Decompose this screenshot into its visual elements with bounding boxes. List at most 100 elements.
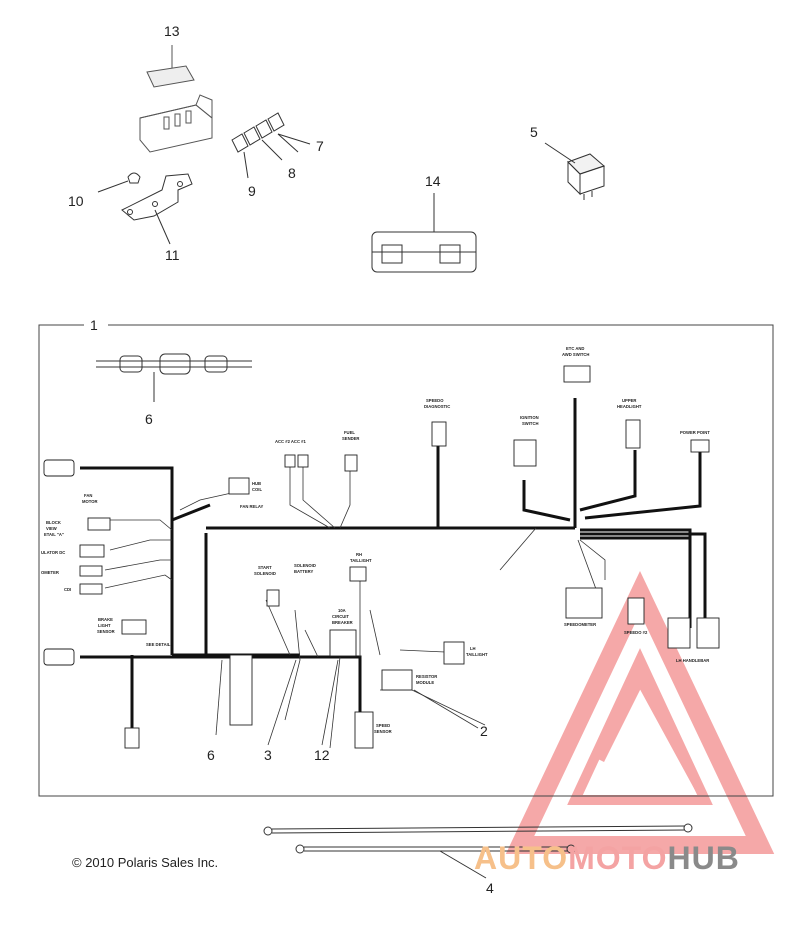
leader-lines: [215, 659, 479, 746]
label-brake-1: BRAKE: [98, 617, 113, 622]
callout-6-bottom[interactable]: 6: [207, 747, 215, 763]
label-upper-headlight-2: HEADLIGHT: [617, 404, 642, 409]
logo-triangle-inner: [567, 648, 713, 805]
thin-wires: [104, 465, 606, 749]
label-ignition-2: SWITCH: [522, 421, 539, 426]
brand-part-auto: AUTO: [474, 840, 569, 876]
harness-frame: [38, 324, 774, 797]
callout-1[interactable]: 1: [90, 317, 98, 333]
label-fuel-sender-2: SENDER: [342, 436, 359, 441]
label-speedometer: SPEEDOMETER: [564, 622, 596, 627]
connector-speedo2: [627, 597, 645, 625]
label-fan-relay: FAN RELAY: [240, 504, 264, 509]
label-cdi: CDI: [64, 587, 71, 592]
label-resistor-2: MODULE: [416, 680, 434, 685]
brand-part-hub: HUB: [667, 840, 740, 876]
label-speedo-diag-1: SPEEDO: [426, 398, 444, 403]
label-start-solenoid-1: START: [258, 565, 272, 570]
connector-acc1: [297, 454, 309, 468]
brand-part-moto: MOTO: [568, 840, 668, 876]
part-10-11-bracket[interactable]: [97, 172, 193, 245]
callout-7[interactable]: 7: [316, 138, 324, 154]
connector-brake-sensor: [121, 619, 147, 635]
label-breaker-3: BREAKER: [332, 620, 353, 625]
label-speed-sensor-2: SENSOR: [374, 729, 392, 734]
part-14-ferrite[interactable]: [371, 193, 477, 273]
callout-10[interactable]: 10: [68, 193, 84, 209]
callout-8[interactable]: 8: [288, 165, 296, 181]
label-brake-2: LIGHT: [98, 623, 111, 628]
connector-speedometer: [565, 587, 603, 619]
label-rh-taillight-1: RH: [356, 552, 362, 557]
component-labels: ETC AND AWD SWITCH SPEEDO DIAGNOSTIC IGN…: [41, 346, 710, 734]
label-hub-coil-2: COIL: [252, 487, 262, 492]
callout-4[interactable]: 4: [486, 880, 494, 896]
label-block-view-1: BLOCK: [46, 520, 61, 525]
connector-rh-taillight: [349, 566, 367, 582]
connector-acc2: [284, 454, 296, 468]
copyright-text: © 2010 Polaris Sales Inc.: [72, 855, 219, 870]
label-sol-battery-1: SOLENOID: [294, 563, 316, 568]
callout-14[interactable]: 14: [425, 173, 441, 189]
connector-speedo-diag: [431, 421, 447, 447]
logo-stroke: [595, 670, 704, 793]
label-fan-motor-2: MOTOR: [82, 499, 98, 504]
part-5-relay[interactable]: [544, 142, 605, 200]
connector-lh-taillight: [443, 641, 465, 665]
label-sol-battery-2: BATTERY: [294, 569, 314, 574]
connector-fuel-sender: [344, 454, 358, 472]
connector-lh-handlebar-b: [696, 617, 720, 649]
label-acc: ACC #2 ACC #1: [275, 439, 306, 444]
label-etc-switch-2: AWD SWITCH: [562, 352, 589, 357]
main-harness-trunk: [80, 398, 707, 728]
label-lh-handlebar: LH HANDLEBAR: [676, 658, 709, 663]
callout-numbers: 1 2 3 4 5 6 6 7 8 9 10 11 12 13 14: [68, 23, 538, 896]
part-7-8-9-fuses[interactable]: [231, 112, 311, 179]
connector-etc-switch: [563, 365, 591, 383]
connector-upper-headlight: [625, 419, 641, 449]
connector-circuit-breaker: [329, 629, 357, 657]
connector-ometer: [79, 565, 103, 577]
callout-9[interactable]: 9: [248, 183, 256, 199]
connector-cdi: [79, 583, 103, 595]
connector-lh-handlebar-a: [667, 617, 691, 649]
label-rh-taillight-2: TAILLIGHT: [350, 558, 372, 563]
callout-12[interactable]: 12: [314, 747, 330, 763]
connectors[interactable]: [43, 365, 720, 749]
connector-power-point: [690, 439, 710, 453]
callout-2[interactable]: 2: [480, 723, 488, 739]
callout-3[interactable]: 3: [264, 747, 272, 763]
connector-left-bottom: [43, 648, 75, 666]
connector-bottom-left: [124, 727, 140, 749]
connector-hub-coil: [228, 477, 250, 495]
label-fan-motor-1: FAN: [84, 493, 92, 498]
label-lh-taillight-1: LH: [470, 646, 476, 651]
callout-11[interactable]: 11: [165, 247, 180, 263]
label-speed-sensor-1: SPEED: [376, 723, 390, 728]
connector-block-view: [87, 517, 111, 531]
label-speedo2: SPEEDO #2: [624, 630, 648, 635]
callout-13[interactable]: 13: [164, 23, 180, 39]
label-regulator: ULATOR DC: [41, 550, 65, 555]
logo-triangle: [505, 570, 775, 854]
label-resistor-1: RESISTOR: [416, 674, 437, 679]
connector-ground-block: [229, 654, 253, 726]
label-block-view-2: VIEW: [46, 526, 57, 531]
connector-ignition: [513, 439, 537, 467]
connector-start-solenoid: [266, 589, 280, 607]
part-6-sub-harness[interactable]: [96, 353, 252, 402]
label-speedo-diag-2: DIAGNOSTIC: [424, 404, 450, 409]
callout-6-top[interactable]: 6: [145, 411, 153, 427]
label-see-detail: SEE DETAIL: [146, 642, 171, 647]
connector-resistor-module: [381, 669, 413, 691]
label-breaker-1: 10A: [338, 608, 346, 613]
label-ignition-1: IGNITION: [520, 415, 539, 420]
part-4-battery-cables[interactable]: [263, 823, 693, 879]
connector-regulator: [79, 544, 105, 558]
label-upper-headlight-1: UPPER: [622, 398, 636, 403]
label-hub-coil-1: HUB: [252, 481, 261, 486]
callout-5[interactable]: 5: [530, 124, 538, 140]
connector-left-top: [43, 459, 75, 477]
part-13-fuse-box[interactable]: [139, 45, 213, 153]
